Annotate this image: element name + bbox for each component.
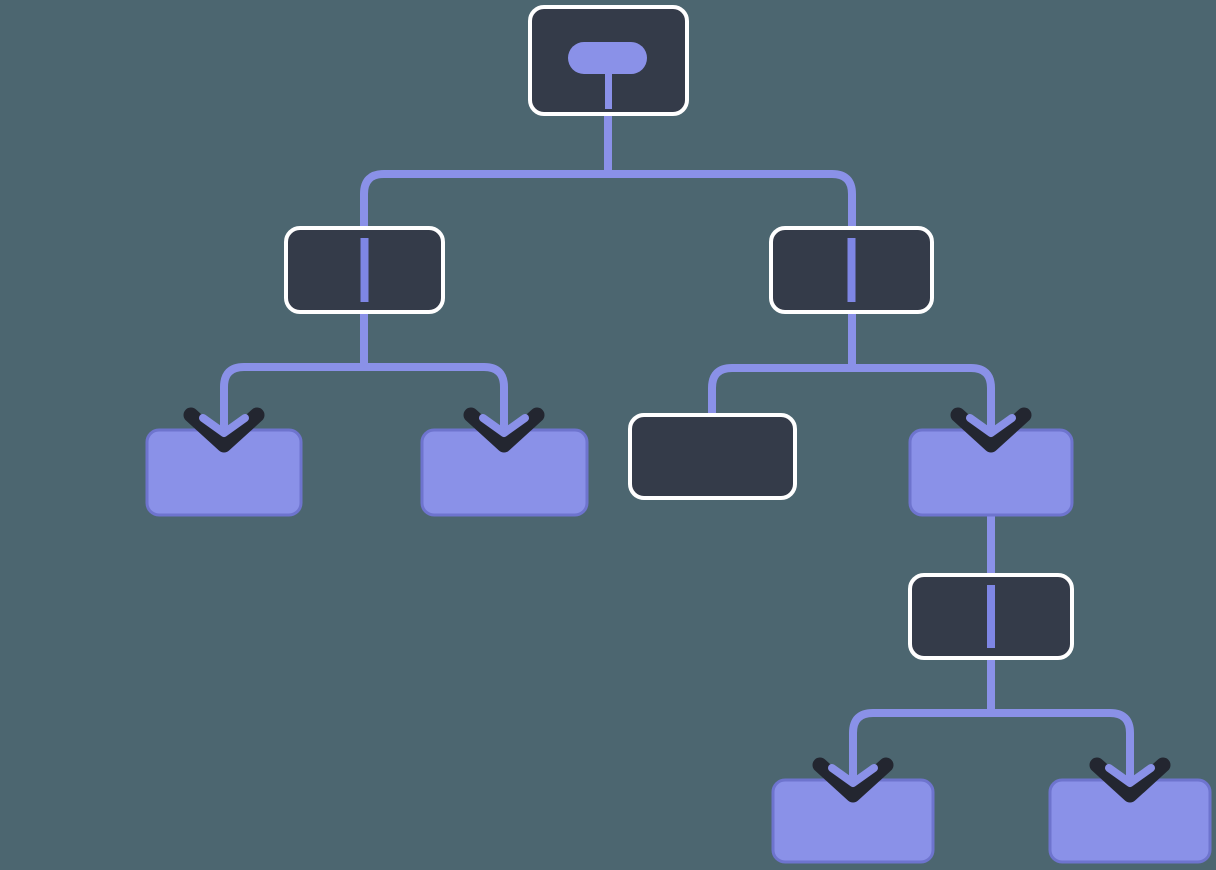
arrow-chevron-dark-icon xyxy=(812,757,894,803)
tree-node-leaf-dark-middle xyxy=(628,413,797,500)
tree-node-branch-bottom-right xyxy=(908,573,1074,660)
arrowhead-icon xyxy=(1089,752,1171,803)
root-pill xyxy=(568,42,647,74)
arrow-chevron-dark-icon xyxy=(463,407,545,453)
tree-node-branch-right xyxy=(769,226,934,314)
arrowhead-icon xyxy=(812,752,894,803)
arrowhead-icon xyxy=(463,402,545,453)
arrow-chevron-dark-icon xyxy=(950,407,1032,453)
connector-2 xyxy=(708,312,995,428)
connector-1 xyxy=(220,312,508,428)
node-box-dark xyxy=(628,413,797,500)
arrow-chevron-purple-icon xyxy=(828,764,878,787)
arrow-chevron-purple-icon xyxy=(199,414,249,437)
tree-node-root xyxy=(528,5,689,116)
arrow-chevron-purple-icon xyxy=(966,414,1016,437)
connector-4 xyxy=(849,658,1134,778)
arrow-chevron-dark-icon xyxy=(183,407,265,453)
tree-node-branch-left xyxy=(284,226,445,314)
connector-0 xyxy=(360,110,856,230)
arrow-chevron-dark-icon xyxy=(1089,757,1171,803)
arrowhead-icon xyxy=(950,402,1032,453)
arrowhead-icon xyxy=(183,402,265,453)
arrow-chevron-purple-icon xyxy=(1105,764,1155,787)
arrow-chevron-purple-icon xyxy=(479,414,529,437)
